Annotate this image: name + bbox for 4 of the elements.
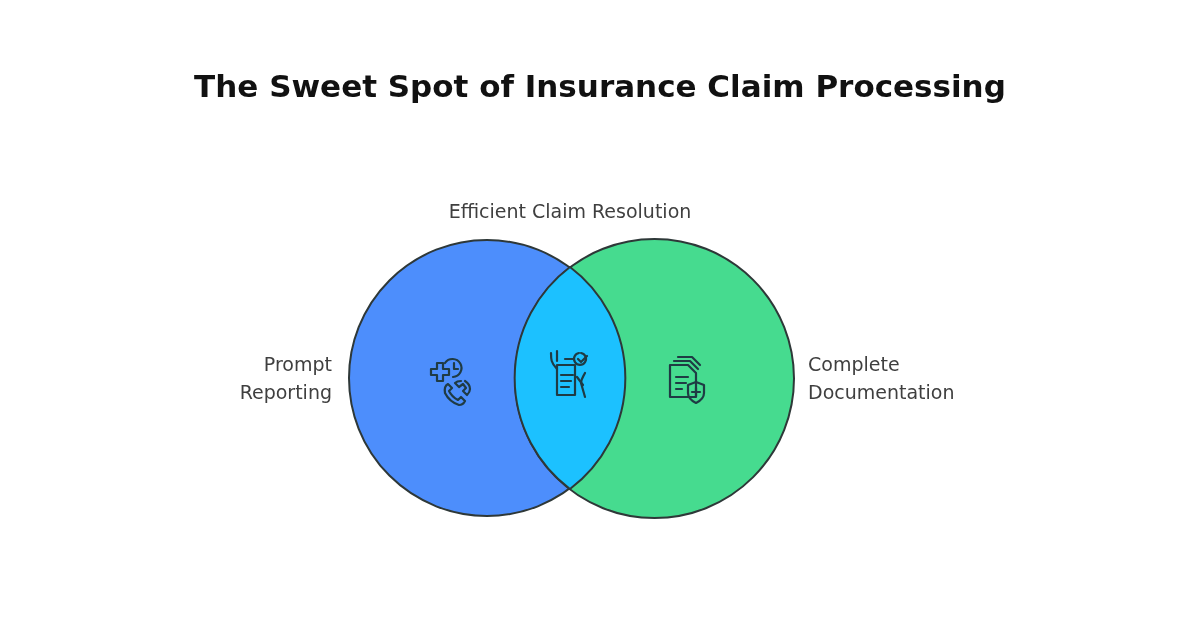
diagram-title: The Sweet Spot of Insurance Claim Processing — [193, 68, 1007, 104]
circle-label: Prompt Reporting — [238, 352, 332, 405]
overlap-label: Efficient Claim Resolution — [447, 199, 693, 224]
circle-label: Complete Documentation — [808, 352, 956, 405]
